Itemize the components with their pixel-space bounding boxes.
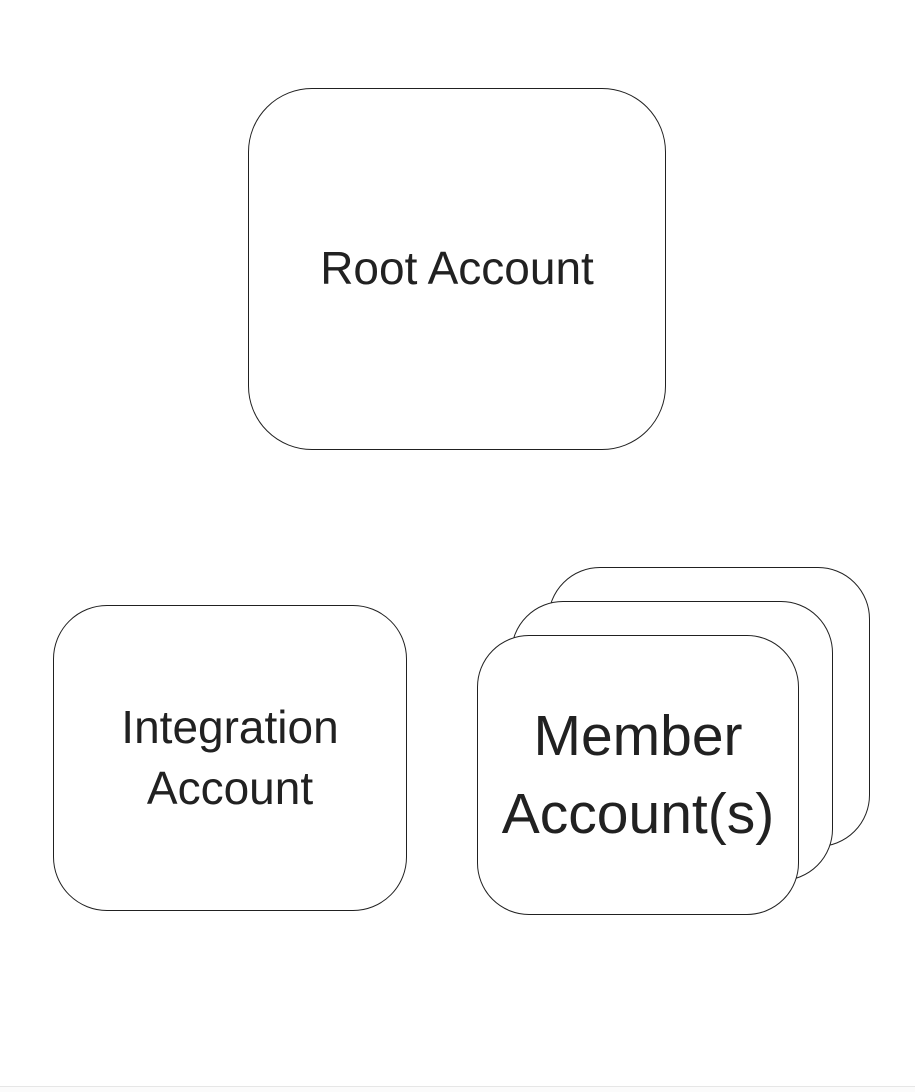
member-accounts-node: Member Account(s) — [477, 635, 799, 915]
member-accounts-label: Member Account(s) — [501, 703, 775, 846]
root-account-label: Root Account — [320, 242, 594, 295]
integration-account-node: Integration Account — [53, 605, 407, 911]
integration-account-label: Integration Account — [121, 700, 339, 814]
root-account-node: Root Account — [248, 88, 666, 450]
bottom-divider — [0, 1086, 915, 1092]
